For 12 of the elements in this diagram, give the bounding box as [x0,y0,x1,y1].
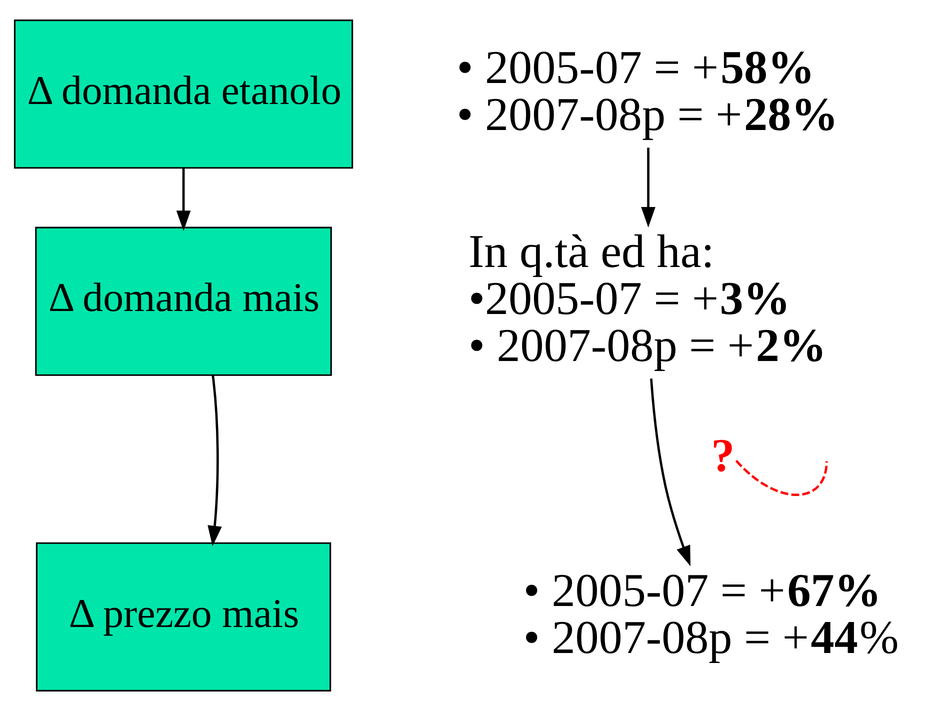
arrow [208,374,222,546]
node-text: • 2005-07 = +58% • 2007-08p = +28% [456,42,838,141]
arrow [176,168,191,231]
node-box: Δ domanda etanolo [14,19,354,168]
node-text: In q.tà ed ha: •2005-07 = +3% • 2007-08p = +2% [468,225,826,372]
node-text: • 2005-07 = +67% • 2007-08p = +44% [523,564,899,664]
node-box: Δ prezzo mais [36,542,332,691]
node-box: Δ domanda mais [35,226,332,376]
arrow [650,378,690,566]
node-text: ? [711,429,735,482]
connector [735,459,828,496]
arrow [641,147,656,227]
